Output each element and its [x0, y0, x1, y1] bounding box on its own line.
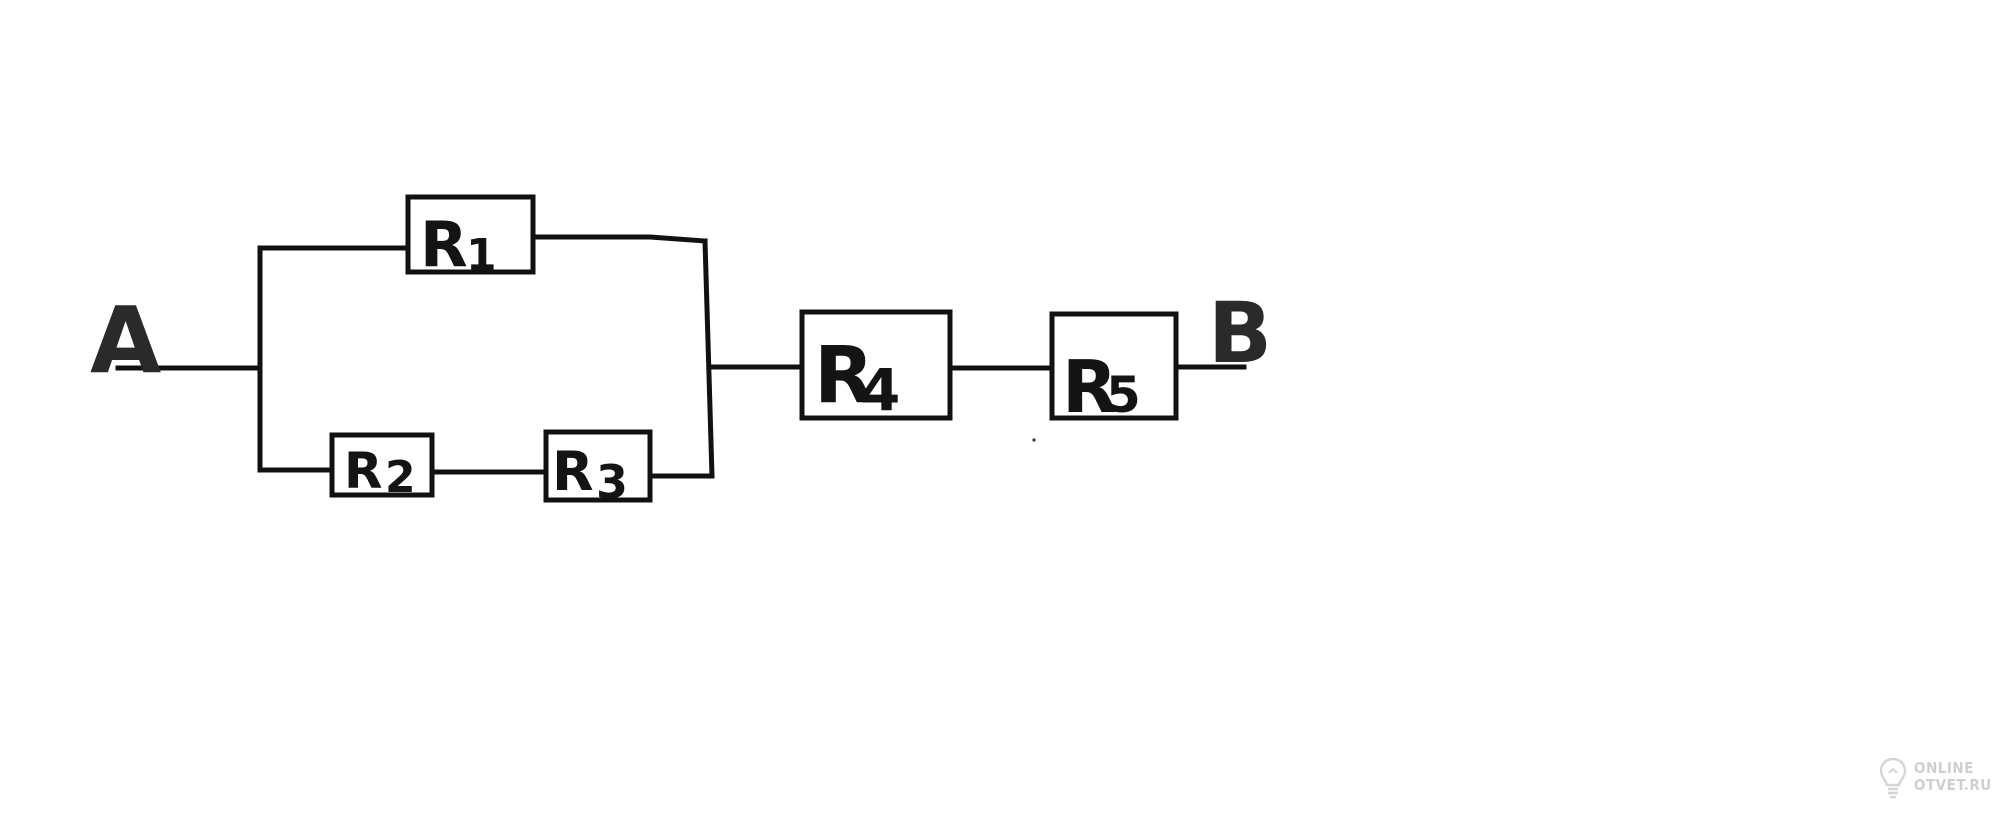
stray-dot	[1032, 438, 1036, 442]
resistor-r5: R 5	[1049, 311, 1179, 429]
node-b-label: B	[1208, 284, 1272, 382]
resistor-r2-index: 2	[385, 452, 416, 503]
resistor-r5-index: 5	[1106, 366, 1141, 424]
resistor-r4: R 4	[799, 309, 953, 424]
resistor-r4-letter: R	[814, 331, 874, 421]
resistor-r5-letter: R	[1062, 345, 1117, 429]
resistor-r3: R 3	[543, 429, 653, 509]
resistor-r3-index: 3	[596, 455, 628, 509]
watermark-line2: OTVET.RU	[1914, 776, 1992, 794]
wire-r1-to-right-junction	[530, 234, 708, 244]
resistor-r1-letter: R	[420, 208, 468, 281]
watermark-line1: ONLINE	[1914, 759, 1974, 777]
resistor-r2: R 2	[329, 432, 435, 503]
resistor-r2-letter: R	[344, 442, 383, 500]
wire-right-junction	[702, 238, 715, 479]
lightbulb-icon	[1879, 757, 1907, 799]
resistor-r4-index: 4	[860, 356, 900, 424]
watermark-text: ONLINE OTVET.RU	[1914, 760, 1992, 794]
resistor-r1: R 1	[405, 194, 536, 281]
resistor-r1-index: 1	[466, 230, 497, 281]
resistor-r3-letter: R	[552, 440, 594, 503]
node-a-label: A	[90, 287, 161, 394]
watermark: ONLINE OTVET.RU	[1874, 752, 1991, 808]
